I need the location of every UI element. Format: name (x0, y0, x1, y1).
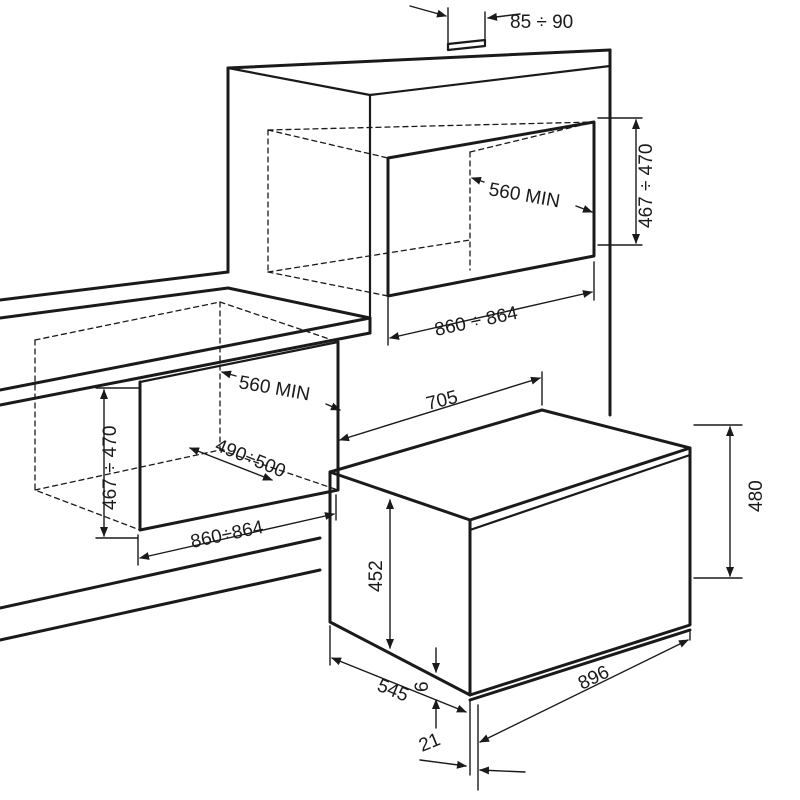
label-wall-width: 860 ÷ 864 (433, 303, 520, 341)
label-under-inner-depth: 490÷500 (212, 435, 288, 482)
label-wall-depth: 560 MIN (487, 179, 561, 212)
dimension-labels: 85 ÷ 90 467 ÷ 470 560 MIN 860 ÷ 864 467 … (100, 12, 767, 757)
label-oven-width: 896 (575, 662, 613, 695)
label-wall-height: 467 ÷ 470 (636, 144, 657, 228)
label-niche-depth-top: 85 ÷ 90 (510, 12, 573, 33)
label-oven-body-height: 452 (366, 560, 387, 592)
dimension-lines (95, 5, 743, 791)
label-oven-depth-top: 705 (424, 387, 460, 415)
wall-cabinet (226, 7, 612, 417)
label-oven-offset: 6 (412, 681, 433, 692)
label-under-width: 860÷864 (189, 517, 266, 553)
label-oven-front: 21 (416, 729, 443, 756)
label-under-depth: 560 MIN (237, 372, 311, 405)
label-oven-depth: 545 (374, 675, 411, 706)
oven-unit (328, 408, 692, 702)
counter-unit (0, 270, 372, 642)
label-oven-height-total: 480 (746, 480, 767, 512)
label-under-height: 467 ÷ 470 (100, 426, 121, 510)
